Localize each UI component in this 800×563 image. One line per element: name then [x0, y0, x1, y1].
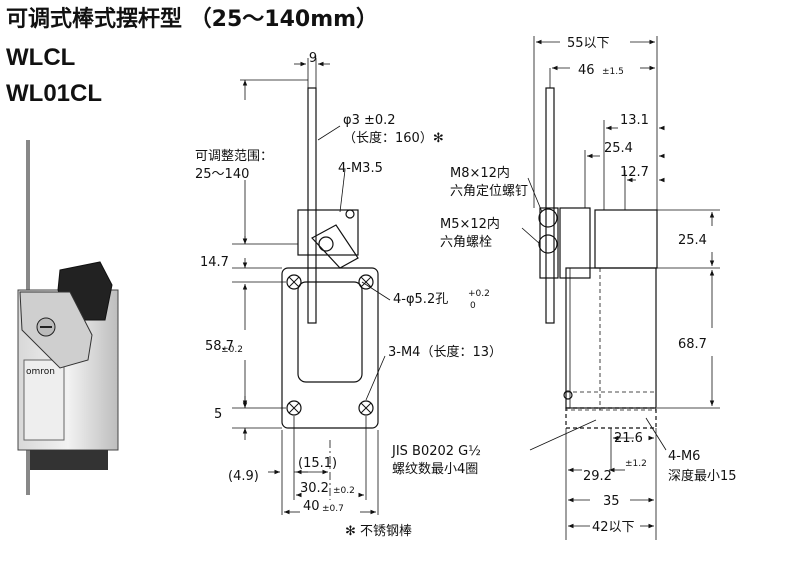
front-head	[297, 209, 359, 256]
screw-4m35-label: 4-M3.5	[338, 161, 383, 176]
front-lever	[311, 224, 359, 269]
dim-21-6: 21.6	[614, 431, 643, 446]
tol-46: ±1.5	[602, 67, 624, 77]
dim-42: 42以下	[592, 520, 635, 535]
tol-30-2: ±0.2	[333, 486, 355, 496]
brand-label: omron	[26, 367, 55, 377]
tol-58-7: ±0.2	[221, 345, 243, 355]
model-name-wlcl: WLCL	[6, 44, 76, 71]
hole-label: 4-φ5.2孔	[393, 292, 448, 307]
front-rod	[307, 87, 317, 324]
front-pivot-icon	[318, 236, 334, 252]
dim-68-7: 68.7	[678, 337, 707, 352]
dim-29-2: 29.2	[583, 469, 612, 484]
jis-label-line1: JIS B0202 G½	[391, 444, 481, 459]
adjust-range-label: 可调整范围：	[195, 149, 273, 164]
page-title: 可调式棒式摆杆型 （25～140mm）	[6, 7, 379, 32]
m6-label-line2: 深度最小15	[668, 468, 737, 484]
hole-icon	[358, 274, 374, 290]
adjust-range-value: 25～140	[195, 167, 249, 182]
front-window	[297, 281, 363, 383]
hole-icon	[358, 400, 374, 416]
dim-5: 5	[214, 407, 222, 422]
m6-label-line1: 4-M6	[668, 449, 700, 464]
front-view	[232, 58, 391, 515]
side-head	[594, 209, 658, 269]
tol-29-2: ±1.2	[625, 459, 647, 469]
switch-label-plate	[23, 359, 65, 441]
m5-label-line2: 六角螺栓	[440, 235, 492, 250]
jis-label-line2: 螺纹数最小4圈	[392, 462, 478, 477]
dim-25-4-right: 25.4	[678, 233, 707, 248]
footnote: ✻ 不锈钢棒	[345, 524, 412, 539]
dim-55: 55以下	[567, 36, 610, 51]
dim-rod-offset: 9	[309, 51, 317, 66]
dim-rod-diameter: φ3 ±0.2	[343, 113, 396, 128]
front-body	[281, 267, 379, 429]
dim-rod-length: （长度：160）✻	[343, 130, 444, 146]
m8-screw-icon	[538, 208, 558, 228]
hole-tolerance-upper: +0.2	[468, 289, 490, 299]
dim-14-7: 14.7	[200, 255, 229, 270]
dim-4-9: (4.9)	[228, 469, 259, 484]
dim-58-7: 58.7	[205, 339, 234, 354]
m5-label-line1: M5×12内	[440, 216, 500, 232]
dim-25-4-top: 25.4	[604, 141, 633, 156]
side-view	[521, 36, 720, 540]
product-photo: omron	[17, 140, 119, 495]
side-bracket	[559, 207, 591, 279]
hole-icon	[286, 274, 302, 290]
screw-3m4-label: 3-M4（长度：13）	[388, 344, 502, 360]
dim-30-2: 30.2	[300, 481, 329, 496]
side-rod	[545, 87, 555, 324]
dim-12-7: 12.7	[620, 165, 649, 180]
dim-35: 35	[603, 494, 620, 509]
side-body	[565, 267, 657, 409]
hole-tolerance-lower: 0	[470, 301, 476, 311]
m8-label-line1: M8×12内	[450, 165, 510, 181]
dim-13-1: 13.1	[620, 113, 649, 128]
model-name-wl01cl: WL01CL	[6, 80, 102, 107]
lever-arm	[19, 291, 93, 369]
tol-40: ±0.7	[322, 504, 344, 514]
dim-15-1: (15.1)	[298, 456, 337, 471]
dim-40: 40	[303, 499, 320, 514]
m5-bolt-icon	[538, 234, 558, 254]
dim-46: 46	[578, 63, 595, 78]
conduit-thread	[565, 407, 657, 429]
m8-label-line2: 六角定位螺钉	[450, 184, 528, 199]
hole-icon	[286, 400, 302, 416]
conduit-base	[30, 450, 108, 470]
